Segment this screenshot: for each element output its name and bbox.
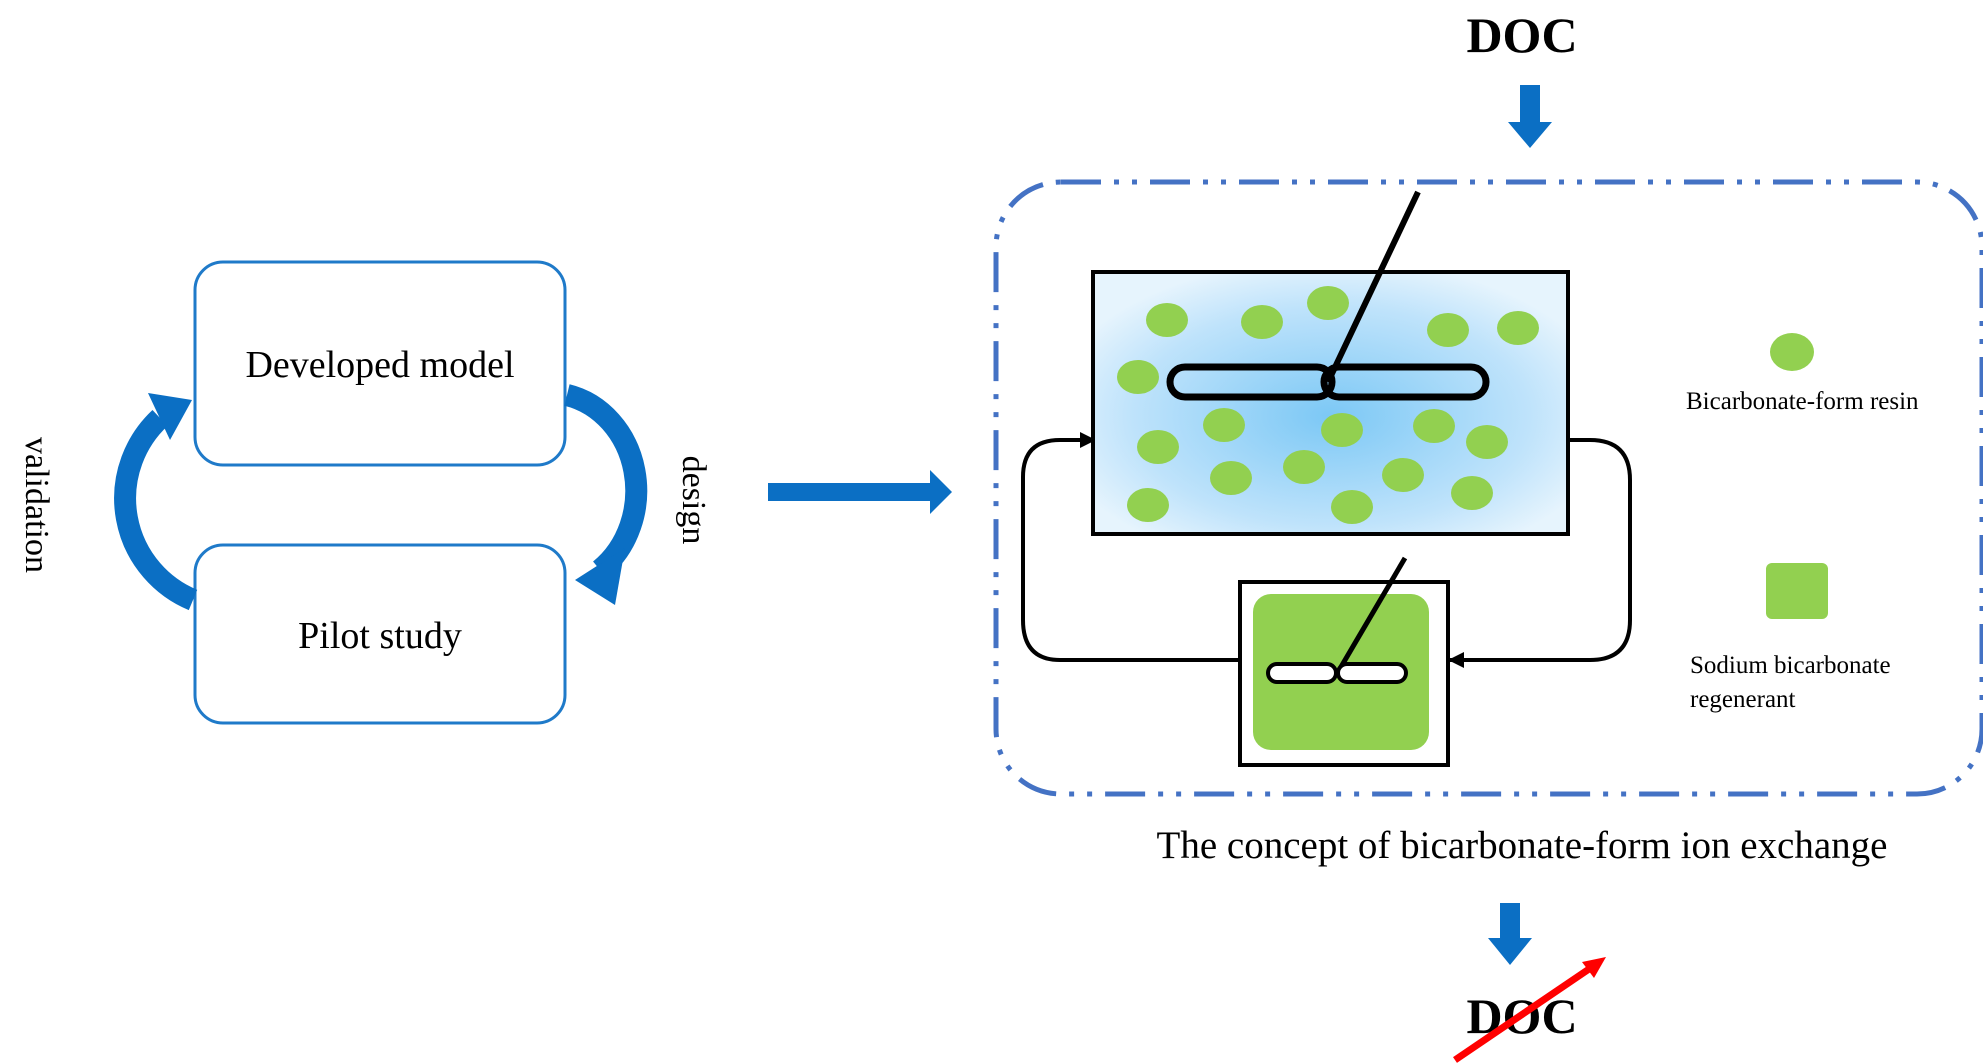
right-arrow-icon bbox=[768, 470, 952, 514]
cycle-group: Developed model Pilot study design valid… bbox=[18, 260, 712, 725]
resin-bead-icon bbox=[1382, 458, 1424, 492]
regenerant-square-icon bbox=[1766, 563, 1828, 619]
resin-bead-icon bbox=[1331, 490, 1373, 524]
resin-beads bbox=[1117, 286, 1539, 524]
resin-bead-icon bbox=[1203, 408, 1245, 442]
pilot-study-label: Pilot study bbox=[298, 615, 462, 657]
validation-arrowhead bbox=[148, 393, 192, 440]
main-mixer-icon bbox=[1166, 190, 1490, 401]
resin-bead-icon bbox=[1117, 360, 1159, 394]
resin-bead-icon bbox=[1413, 409, 1455, 443]
validation-label: validation bbox=[18, 437, 55, 573]
legend-regenerant-label-line2: regenerant bbox=[1690, 686, 1796, 713]
design-curved-arrow-icon bbox=[564, 384, 648, 579]
process-boundary bbox=[993, 179, 1983, 797]
legend-regenerant-label-line1: Sodium bicarbonate bbox=[1690, 652, 1891, 679]
resin-bead-icon bbox=[1451, 476, 1493, 510]
resin-bead-icon bbox=[1497, 311, 1539, 345]
loop-arrowhead-top bbox=[1080, 432, 1096, 448]
design-arrowhead bbox=[575, 548, 625, 605]
design-label: design bbox=[675, 456, 712, 545]
resin-bead-icon bbox=[1466, 425, 1508, 459]
developed-model-box bbox=[193, 260, 567, 467]
legend-resin-label: Bicarbonate-form resin bbox=[1686, 388, 1919, 415]
down-arrow-icon-top bbox=[1508, 85, 1552, 148]
resin-bead-icon bbox=[1146, 303, 1188, 337]
doc-input-label: DOC bbox=[1466, 7, 1577, 63]
down-arrow-icon-bottom bbox=[1488, 903, 1532, 965]
resin-bead-icon bbox=[1210, 461, 1252, 495]
recirculation-loop bbox=[1021, 438, 1632, 662]
regenerant-mixer-icon bbox=[1266, 556, 1408, 684]
resin-bead-icon bbox=[1307, 286, 1349, 320]
resin-bead-icon bbox=[1283, 450, 1325, 484]
resin-bead-icon bbox=[1137, 430, 1179, 464]
legend-resin-bead-icon bbox=[1770, 333, 1814, 371]
resin-bead-icon bbox=[1321, 413, 1363, 447]
legend: Bicarbonate-form resin Sodium bicarbonat… bbox=[1686, 333, 1919, 713]
resin-bead-icon bbox=[1241, 305, 1283, 339]
loop-arrowhead-bottom bbox=[1448, 652, 1464, 668]
pilot-study-box bbox=[193, 543, 567, 725]
red-cross-icon bbox=[1453, 957, 1606, 1063]
resin-bead-icon bbox=[1127, 488, 1169, 522]
process-caption: The concept of bicarbonate-form ion exch… bbox=[1157, 824, 1888, 867]
validation-curved-arrow-icon bbox=[114, 409, 198, 611]
developed-model-label: Developed model bbox=[245, 344, 514, 386]
resin-bead-icon bbox=[1427, 313, 1469, 347]
